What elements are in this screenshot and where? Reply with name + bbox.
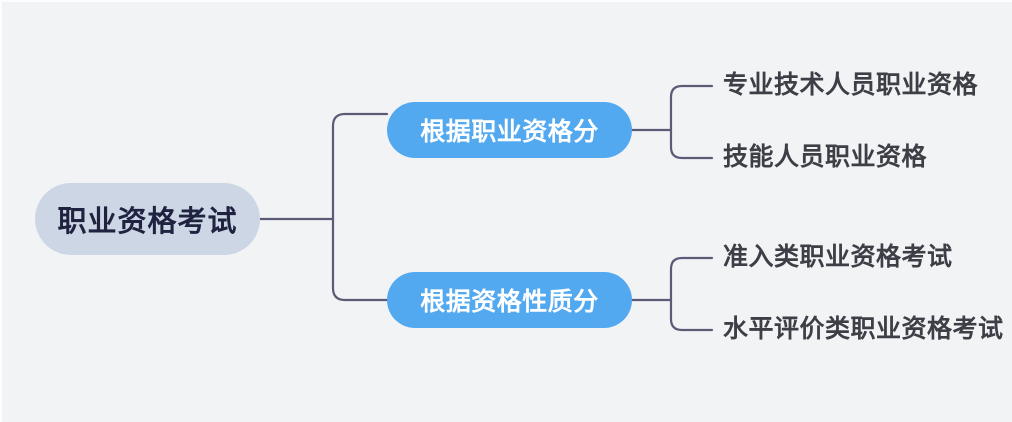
leaf-node-2[interactable]: 技能人员职业资格	[723, 143, 928, 171]
branch-node-1-label: 根据职业资格分	[420, 118, 599, 146]
branch-node-2[interactable]: 根据资格性质分	[387, 272, 632, 328]
leaf-node-3[interactable]: 准入类职业资格考试	[723, 243, 953, 271]
edge-branch-2-to-leaf-4	[669, 298, 714, 332]
edge-root-to-branch-1	[331, 112, 389, 221]
edge-branch-2-to-leaf-3	[669, 256, 714, 302]
branch-node-1[interactable]: 根据职业资格分	[387, 102, 632, 158]
edge-root-to-branch-2	[331, 217, 389, 302]
edge-branch-1-to-leaf-1	[669, 84, 714, 132]
root-node-label: 职业资格考试	[57, 206, 238, 238]
leaf-node-1[interactable]: 专业技术人员职业资格	[723, 71, 979, 99]
branch-node-2-label: 根据资格性质分	[420, 288, 599, 316]
root-node[interactable]: 职业资格考试	[35, 183, 260, 255]
leaf-node-4[interactable]: 水平评价类职业资格考试	[723, 315, 1004, 343]
edge-branch-1-to-leaf-2	[669, 128, 714, 160]
